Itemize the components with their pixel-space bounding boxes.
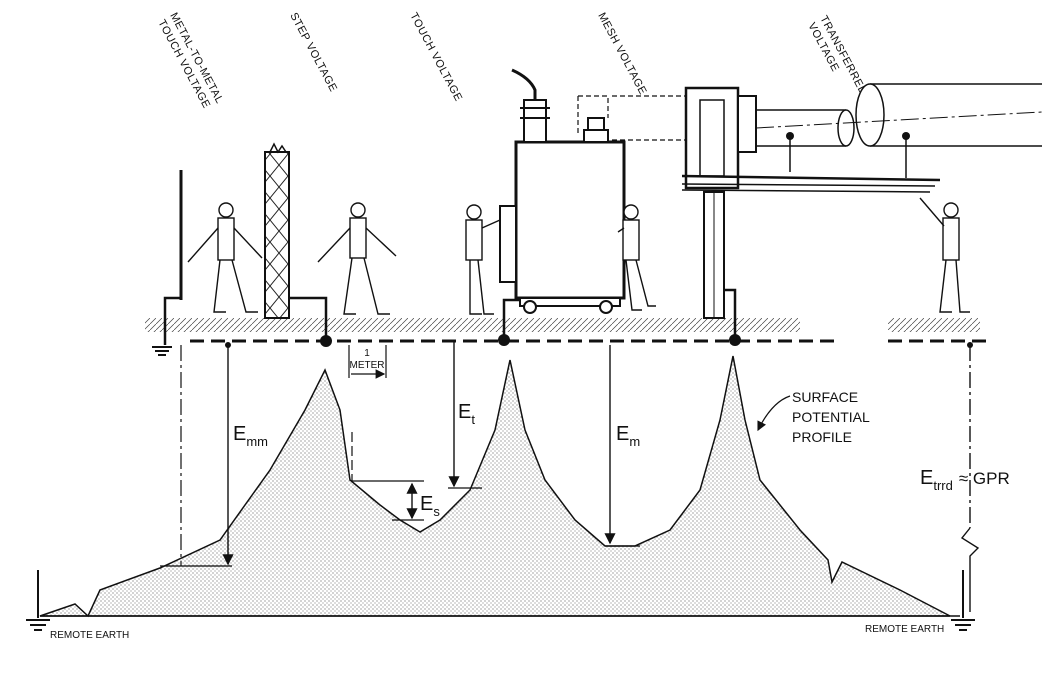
transferred-pipe [755, 83, 1043, 178]
symbol-et: Et [458, 401, 475, 427]
person-touch [465, 204, 501, 315]
label-step-voltage: STEP VOLTAGE [287, 11, 339, 94]
etrrd-break [960, 527, 980, 612]
ground-surface [145, 318, 800, 332]
label-mesh-voltage: MESH VOLTAGE [595, 11, 648, 97]
bus-structure [612, 86, 941, 319]
meter-value: 1 [364, 348, 370, 359]
symbol-es: Es [420, 493, 440, 519]
label-metal-to-metal-touch-voltage: METAL-TO-METAL TOUCH VOLTAGE [155, 11, 225, 111]
svg-text:PROFILE: PROFILE [792, 429, 852, 445]
person-transferred [919, 197, 970, 313]
person-step [317, 202, 397, 315]
metal-structure-ground-lead [163, 296, 181, 345]
bus-ground-lead [724, 288, 737, 340]
remote-earth-left-ground [26, 570, 50, 631]
ground-symbol [152, 346, 172, 356]
svg-text:POTENTIAL: POTENTIAL [792, 409, 870, 425]
symbol-em: Em [616, 423, 640, 449]
tower-ground-lead [289, 296, 328, 340]
symbol-emm: Emm [233, 423, 268, 449]
transformer-ground-lead [502, 298, 520, 340]
svg-text:TOUCH VOLTAGE: TOUCH VOLTAGE [407, 11, 464, 104]
ground-surface-right [888, 318, 980, 332]
meter-dimension: 1 METER [348, 345, 387, 379]
etrrd-start-dot [967, 342, 973, 348]
grid-connection-dot [320, 335, 332, 347]
lattice-tower [264, 142, 290, 319]
label-touch-voltage: TOUCH VOLTAGE [407, 11, 464, 104]
remote-earth-right-label: REMOTE EARTH [865, 624, 944, 635]
remote-earth-left-label: REMOTE EARTH [50, 630, 129, 641]
label-transferred-voltage: TRANSFERRED VOLTAGE [805, 14, 869, 97]
surface-potential-profile [39, 355, 951, 618]
remote-earth-right-ground [951, 570, 975, 631]
meter-unit: METER [350, 360, 385, 371]
svg-text:SURFACE: SURFACE [792, 389, 858, 405]
svg-text:STEP VOLTAGE: STEP VOLTAGE [287, 11, 339, 94]
transformer [499, 68, 626, 314]
symbol-etrrd: Etrrd≈ GPR [920, 467, 1010, 493]
surface-potential-profile-label: SURFACE POTENTIAL PROFILE [757, 389, 870, 445]
person-metal-to-metal [187, 202, 263, 313]
svg-text:MESH VOLTAGE: MESH VOLTAGE [595, 11, 648, 97]
person-mesh [617, 204, 656, 311]
emm-start-dot [225, 342, 231, 348]
